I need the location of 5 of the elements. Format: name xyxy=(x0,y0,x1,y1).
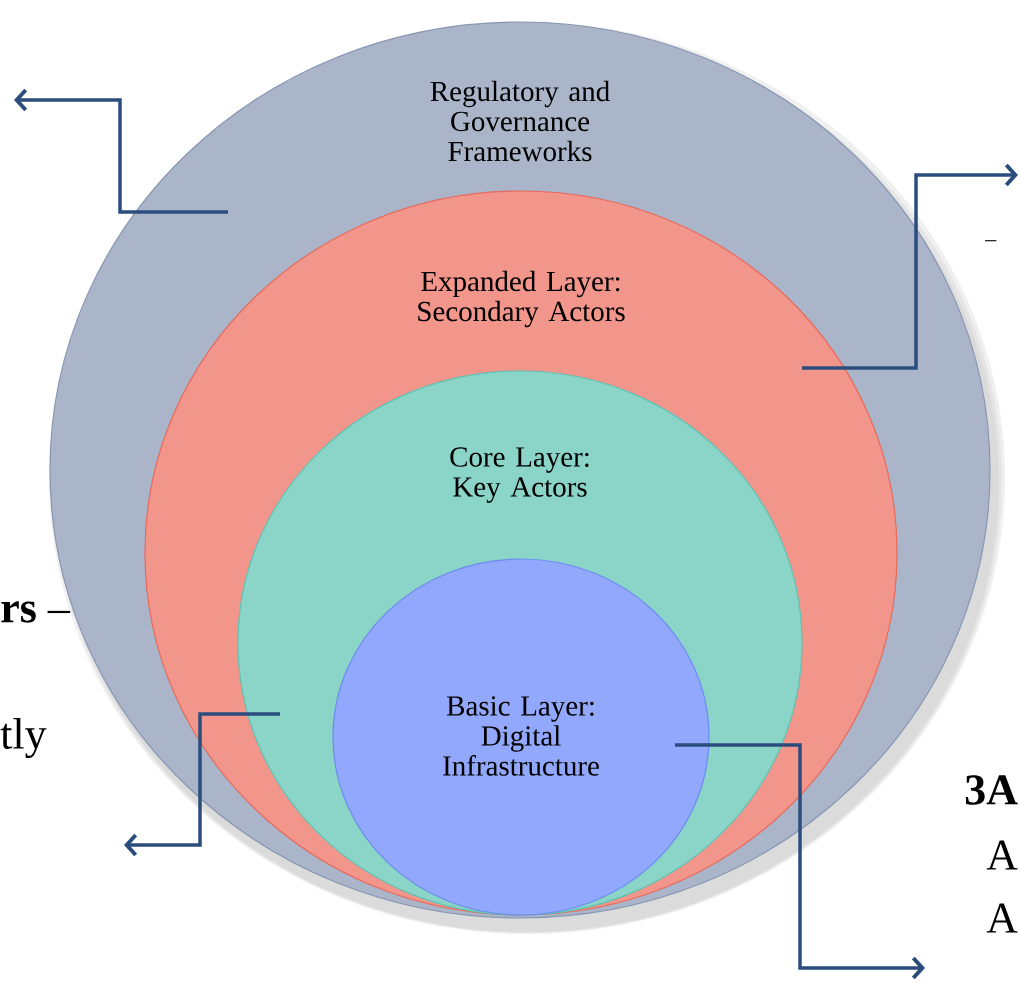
leader-arrow xyxy=(124,712,280,857)
leader-arrow xyxy=(802,163,1018,370)
leader-arrow xyxy=(675,743,925,980)
text-fragment: – xyxy=(985,240,997,242)
text-fragment: tly xyxy=(0,718,47,758)
